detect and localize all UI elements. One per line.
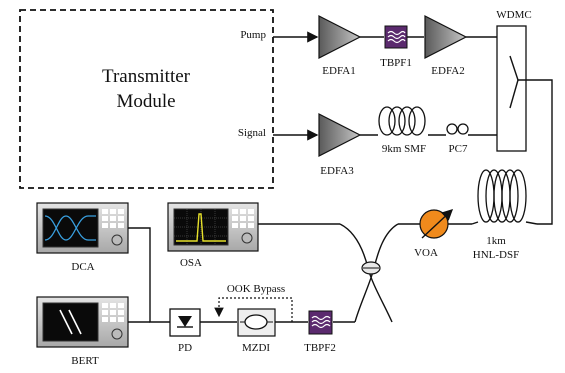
- edfa1-amplifier: EDFA1: [318, 15, 362, 77]
- tbpf1-filter: TBPF1: [380, 25, 412, 69]
- edfa3-amplifier: EDFA3: [318, 113, 362, 177]
- signal-port-label: Signal: [238, 127, 266, 139]
- transmitter-title-line2: Module: [116, 91, 175, 112]
- dca-label: DCA: [71, 261, 94, 273]
- tbpf2-filter: TBPF2: [304, 310, 336, 354]
- edfa1-label: EDFA1: [322, 65, 355, 77]
- hnl-dsf-fiber-spool: 1km HNL-DSF: [471, 169, 538, 261]
- pc7-label: PC7: [449, 143, 468, 155]
- edfa2-label: EDFA2: [431, 65, 464, 77]
- smf-label: 9km SMF: [382, 143, 426, 155]
- pc7-polarization-controller: PC7: [446, 123, 469, 155]
- dca-instrument: DCA: [36, 202, 129, 273]
- hnl-dsf-label: HNL-DSF: [473, 249, 519, 261]
- fiber-wdmc-hnldsf: [518, 79, 553, 225]
- transmitter-module: Transmitter Module Pump Signal: [19, 9, 274, 189]
- fiber-coupler: [339, 223, 399, 323]
- osa-instrument: OSA: [167, 202, 259, 269]
- hnl-length-label: 1km: [486, 235, 506, 247]
- wdmc-label: WDMC: [496, 9, 531, 21]
- mzdi-interferometer: MZDI: [237, 308, 276, 354]
- mzdi-label: MZDI: [242, 342, 270, 354]
- pump-port-label: Pump: [240, 29, 266, 41]
- bert-label: BERT: [71, 355, 99, 367]
- pd-label: PD: [178, 342, 192, 354]
- edfa3-label: EDFA3: [320, 165, 354, 177]
- osa-label: OSA: [180, 257, 202, 269]
- ook-bypass-label: OOK Bypass: [227, 283, 285, 295]
- wire-pd-dca: [128, 227, 170, 323]
- transmitter-title-line1: Transmitter: [102, 66, 191, 87]
- photodetector: PD: [169, 308, 201, 354]
- wdmc-coupler: WDMC: [496, 9, 532, 152]
- edfa2-amplifier: EDFA2: [424, 15, 468, 77]
- tbpf1-label: TBPF1: [380, 57, 412, 69]
- bert-instrument: BERT: [36, 296, 129, 367]
- ook-bypass-path: OOK Bypass: [214, 283, 293, 322]
- tbpf2-label: TBPF2: [304, 342, 336, 354]
- voa-attenuator: VOA: [414, 209, 454, 259]
- smf-fiber-spool: 9km SMF: [378, 106, 426, 155]
- voa-label: VOA: [414, 247, 438, 259]
